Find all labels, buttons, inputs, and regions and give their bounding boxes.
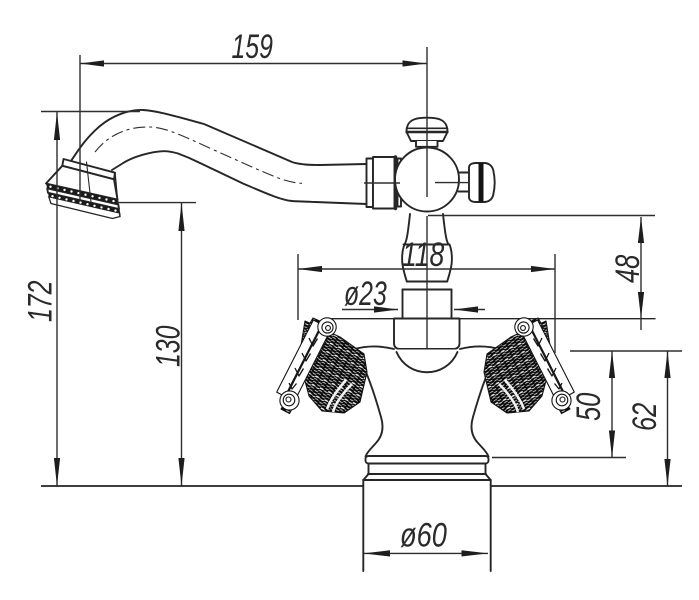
- svg-text:172: 172: [22, 280, 60, 322]
- svg-text:62: 62: [627, 402, 664, 431]
- svg-text:ø60: ø60: [400, 516, 447, 555]
- svg-text:118: 118: [402, 236, 444, 274]
- svg-text:50: 50: [571, 392, 608, 421]
- svg-text:48: 48: [610, 254, 647, 283]
- svg-text:ø23: ø23: [344, 275, 387, 313]
- svg-text:130: 130: [150, 325, 188, 367]
- svg-text:159: 159: [232, 28, 273, 66]
